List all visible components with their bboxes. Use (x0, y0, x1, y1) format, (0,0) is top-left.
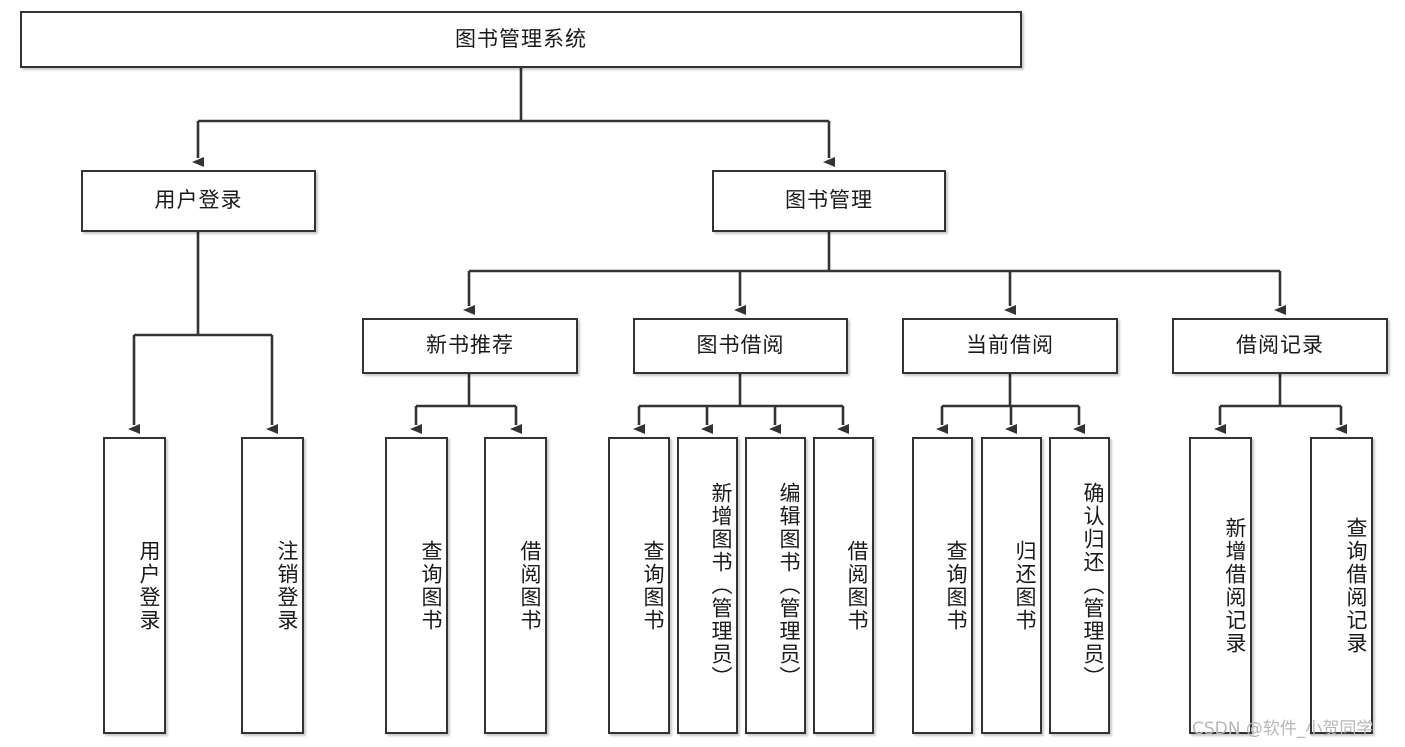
node-leaf-return-book[interactable]: 归还图书 (981, 437, 1042, 734)
node-user-login[interactable]: 用户登录 (81, 170, 316, 232)
node-current-borrow-label: 当前借阅 (966, 333, 1054, 358)
node-book-manage-label: 图书管理 (785, 188, 873, 213)
node-leaf-add-book-label: 新增图书（管理员） (709, 482, 733, 689)
node-leaf-borrow-book-recommend-label: 借阅图书 (518, 539, 542, 632)
node-book-borrow-label: 图书借阅 (696, 333, 785, 358)
node-leaf-user-login-label: 用户登录 (137, 539, 161, 632)
node-leaf-add-book[interactable]: 新增图书（管理员） (677, 437, 738, 734)
node-borrow-record-label: 借阅记录 (1236, 333, 1324, 358)
node-leaf-add-borrow-record-label: 新增借阅记录 (1223, 516, 1247, 655)
node-leaf-user-login[interactable]: 用户登录 (103, 437, 166, 734)
node-user-login-label: 用户登录 (154, 188, 243, 213)
node-leaf-edit-book[interactable]: 编辑图书（管理员） (745, 437, 806, 734)
node-leaf-query-borrow-record-label: 查询借阅记录 (1344, 516, 1368, 655)
node-leaf-add-borrow-record[interactable]: 新增借阅记录 (1189, 437, 1252, 734)
node-borrow-record[interactable]: 借阅记录 (1172, 318, 1388, 374)
node-leaf-query-book-current-label: 查询图书 (944, 539, 968, 632)
node-new-book-recommend-label: 新书推荐 (426, 333, 514, 358)
node-leaf-edit-book-label: 编辑图书（管理员） (777, 482, 801, 689)
node-book-manage[interactable]: 图书管理 (712, 170, 946, 232)
node-leaf-logout-label: 注销登录 (275, 539, 299, 632)
node-leaf-return-book-label: 归还图书 (1013, 539, 1037, 632)
node-leaf-confirm-return[interactable]: 确认归还（管理员） (1049, 437, 1110, 734)
node-leaf-query-book-borrow-label: 查询图书 (641, 539, 665, 632)
csdn-watermark: CSDN @软件_小贺同学 (1192, 719, 1374, 739)
node-book-borrow[interactable]: 图书借阅 (633, 318, 848, 374)
node-leaf-query-book-borrow[interactable]: 查询图书 (608, 437, 670, 734)
node-leaf-borrow-book-recommend[interactable]: 借阅图书 (484, 437, 547, 734)
node-leaf-query-book-recommend[interactable]: 查询图书 (385, 437, 448, 734)
node-new-book-recommend[interactable]: 新书推荐 (362, 318, 578, 374)
node-leaf-confirm-return-label: 确认归还（管理员） (1081, 482, 1105, 689)
node-root[interactable]: 图书管理系统 (20, 11, 1022, 68)
node-leaf-query-book-current[interactable]: 查询图书 (912, 437, 973, 734)
node-leaf-query-book-recommend-label: 查询图书 (419, 539, 443, 632)
node-root-label: 图书管理系统 (455, 26, 587, 51)
node-leaf-borrow-book-label: 借阅图书 (845, 539, 869, 632)
node-leaf-logout[interactable]: 注销登录 (241, 437, 304, 734)
node-leaf-borrow-book[interactable]: 借阅图书 (813, 437, 874, 734)
node-leaf-query-borrow-record[interactable]: 查询借阅记录 (1310, 437, 1373, 734)
node-current-borrow[interactable]: 当前借阅 (902, 318, 1118, 374)
